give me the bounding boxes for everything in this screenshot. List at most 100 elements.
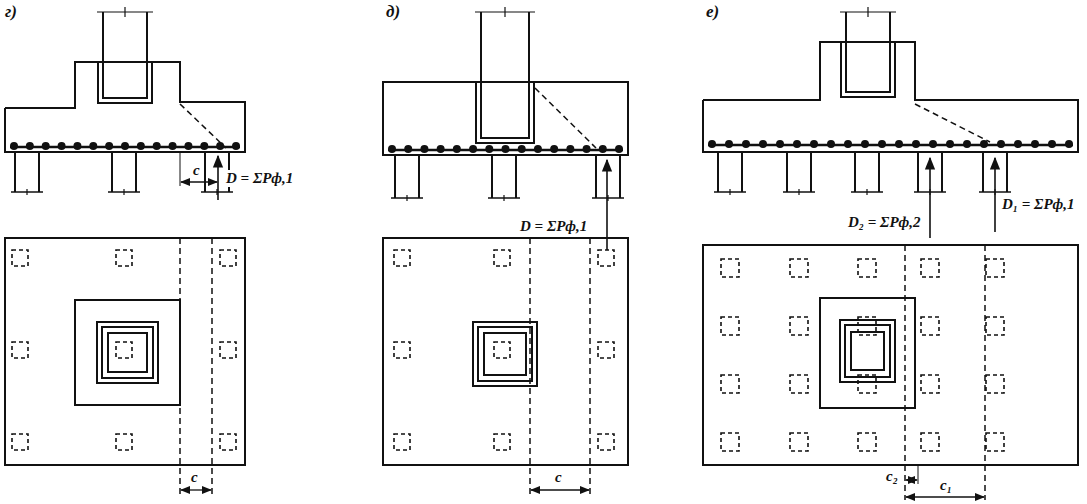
pile-break — [26, 189, 27, 195]
pile-side — [418, 155, 420, 198]
column-plan — [108, 333, 147, 372]
pile-side — [111, 152, 113, 192]
rebar-dot — [11, 143, 17, 149]
socket — [476, 82, 534, 143]
punching-line — [180, 104, 226, 148]
pile-side — [135, 152, 137, 192]
column-break — [124, 7, 125, 17]
pile-plan — [394, 342, 410, 358]
pile-side — [810, 152, 812, 192]
rebar-dot — [421, 146, 427, 152]
pile-plan — [494, 342, 510, 358]
section-line — [211, 238, 213, 496]
rebar-dot — [122, 143, 128, 149]
rebar-dot — [59, 143, 65, 149]
rebar-dot — [896, 141, 902, 147]
force-arrow — [606, 160, 608, 250]
section-line — [589, 238, 591, 496]
rebar-dot — [794, 141, 800, 147]
pile-plan — [116, 434, 132, 450]
rebar-dot — [845, 141, 851, 147]
pile-plan — [986, 259, 1004, 277]
pile-plan — [12, 434, 28, 450]
pile-cap-plan — [383, 238, 628, 465]
rebar-dot — [185, 143, 191, 149]
rebar-dot — [947, 141, 953, 147]
rebar-dot — [600, 146, 606, 152]
section-line — [984, 245, 986, 500]
pile-plan — [790, 259, 808, 277]
force-label: D₁ = ΣPф,1 — [1000, 196, 1077, 213]
rebar-dot — [43, 143, 49, 149]
pile-break — [503, 195, 504, 201]
panel-letter: е) — [704, 2, 721, 21]
pile-plan — [721, 317, 739, 335]
rebar-dot — [154, 143, 160, 149]
pile-plan — [494, 250, 510, 266]
pile-plan — [394, 434, 410, 450]
pile-side — [917, 152, 919, 192]
pile-plan — [858, 433, 876, 451]
pile-cap-section — [383, 82, 628, 155]
rebar-dot — [913, 141, 919, 147]
force-arrow — [217, 156, 219, 200]
column — [481, 12, 529, 138]
pile-side — [741, 152, 743, 192]
pile-plan — [598, 434, 614, 450]
pile-side — [204, 152, 206, 192]
pile-side — [38, 152, 40, 192]
rebar-dot — [138, 143, 144, 149]
column-plan — [478, 327, 532, 381]
rebar-dot — [709, 141, 715, 147]
pile-break — [729, 189, 730, 195]
rebar-dot — [862, 141, 868, 147]
dimension-line — [531, 489, 589, 490]
rebar-dot — [981, 141, 987, 147]
pile-plan — [394, 250, 410, 266]
pile-cap-plan — [5, 238, 245, 465]
pile-plan — [858, 259, 876, 277]
pile-side — [595, 155, 597, 198]
pile-plan — [598, 250, 614, 266]
rebar-dot — [1032, 141, 1038, 147]
column-break — [504, 7, 505, 17]
pile-plan — [986, 317, 1004, 335]
rebar-dot — [217, 143, 223, 149]
pile-plan — [220, 250, 236, 266]
dimension-line — [181, 489, 211, 490]
rebar-dot — [726, 141, 732, 147]
pile-plan — [494, 434, 510, 450]
pile-side — [878, 152, 880, 192]
pile-cap-section — [5, 62, 245, 152]
rebar-dot — [879, 141, 885, 147]
pile-plan — [986, 433, 1004, 451]
pile-plan — [721, 375, 739, 393]
rebar-dot — [486, 146, 492, 152]
rebar-dot — [27, 143, 33, 149]
rebar-dot — [584, 146, 590, 152]
pile-side — [619, 155, 621, 198]
rebar-dot — [930, 141, 936, 147]
rebar-dot — [811, 141, 817, 147]
rebar-dot — [567, 146, 573, 152]
pile-plan — [921, 375, 939, 393]
pile-plan — [721, 259, 739, 277]
rebar-dot — [201, 143, 207, 149]
pile-plan — [790, 375, 808, 393]
column-plan — [851, 332, 884, 370]
punching-line — [915, 104, 990, 142]
dimension-label: c — [189, 469, 200, 486]
pile-plan — [790, 317, 808, 335]
section-line — [529, 238, 531, 496]
pile-plan — [220, 342, 236, 358]
rebar-dot — [74, 143, 80, 149]
rebar-dot — [389, 146, 395, 152]
panel-letter: г) — [3, 2, 19, 21]
pile-side — [491, 155, 493, 198]
pile-side — [786, 152, 788, 192]
dimension-label: c — [191, 162, 202, 179]
rebar-dot — [760, 141, 766, 147]
rebar-dot — [551, 146, 557, 152]
rebar-dot — [106, 143, 112, 149]
